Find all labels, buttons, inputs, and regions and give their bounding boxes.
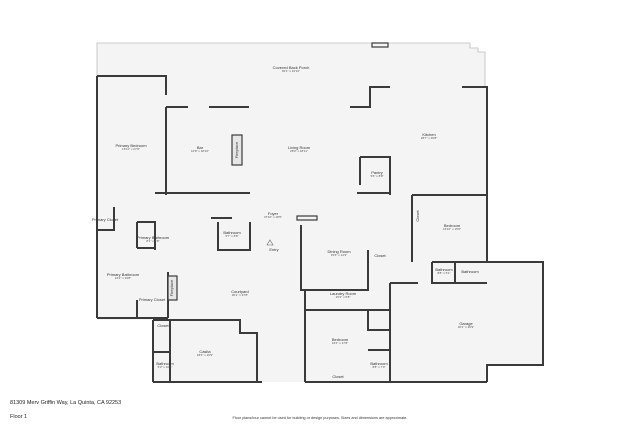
room-closet: Closet: [414, 210, 420, 222]
room-fireplace: Fireplace: [168, 279, 174, 297]
room-closet: Closet: [157, 322, 169, 328]
property-address: 81309 Merv Griffin Way, La Quinta, CA 92…: [10, 400, 122, 406]
room-entry: Entry: [269, 246, 279, 252]
disclaimer: Floor plans/tour cannot be used for buil…: [232, 416, 408, 420]
walls: [96, 75, 544, 383]
fireplaces: [167, 42, 389, 301]
room-fireplace: Fireplace: [233, 141, 239, 159]
floor-label: Floor 1: [10, 414, 28, 420]
room-primary-closet: Primary Closet: [138, 296, 166, 302]
porch-outline: [96, 42, 486, 88]
foyer-fixture: [296, 215, 318, 221]
room-closet: Closet: [374, 252, 386, 258]
floor-fill: [97, 43, 543, 382]
fireplace-courtyard: [167, 275, 178, 301]
fireplace-bar: [231, 134, 243, 166]
porch-fixture: [371, 42, 389, 48]
room-primary-closet: Primary Closet: [91, 216, 119, 222]
room-bathroom: Bathroom: [461, 268, 479, 274]
entry-icon: [266, 239, 274, 246]
room-closet: Closet: [332, 373, 344, 379]
